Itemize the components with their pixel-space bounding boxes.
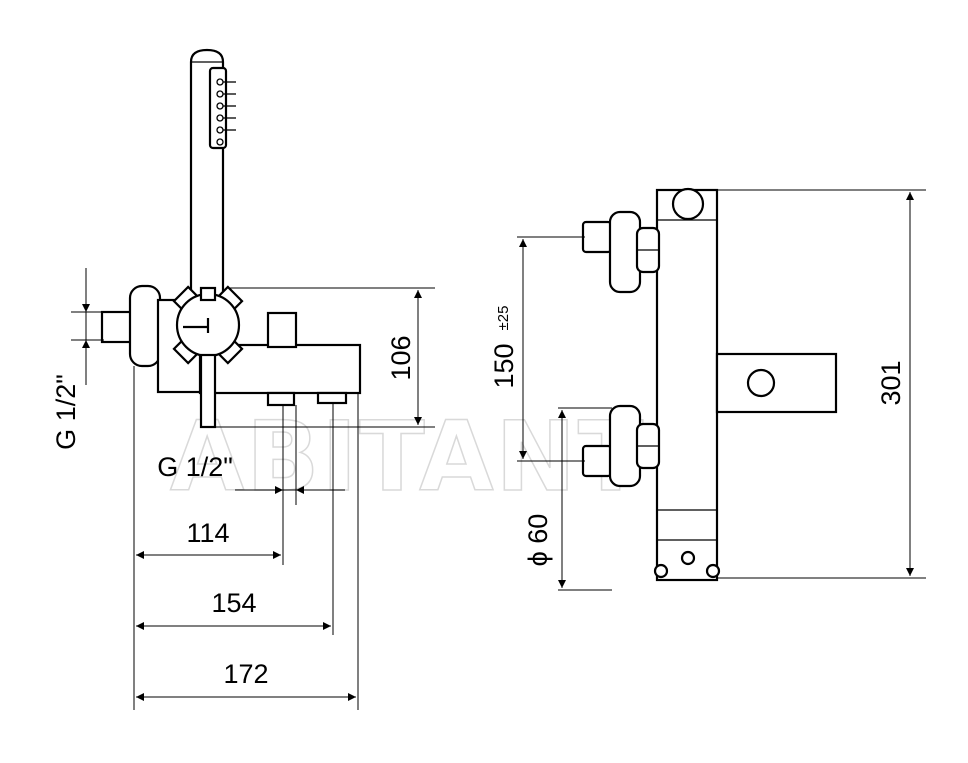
spout-outlet-circle <box>746 368 776 398</box>
outlet-left <box>266 391 296 407</box>
dim-label-150: 150 <box>489 343 519 388</box>
mixer-column <box>655 188 719 582</box>
diverter-knob <box>266 311 298 349</box>
dim-label-172: 172 <box>223 659 268 689</box>
front-spout <box>715 352 838 414</box>
upper-connector <box>581 210 661 294</box>
dim-label-diameter: ϕ 60 <box>523 514 553 567</box>
lower-connector <box>581 404 661 488</box>
side-view: 106 G 1/2" G 1/2" 114 154 172 <box>51 48 435 710</box>
dim-label-114: 114 <box>186 518 229 548</box>
bottom-foot-left <box>653 563 669 579</box>
dim-label-106: 106 <box>386 335 416 380</box>
shower-pipe <box>199 353 217 429</box>
front-view: 150 ±25 ϕ 60 301 <box>489 187 926 591</box>
hand-shower <box>189 48 236 300</box>
dim-label-thread-vertical: G 1/2" <box>51 374 81 450</box>
watermark: ABITANT <box>170 401 645 513</box>
outlet-right <box>316 391 348 405</box>
hose-connector <box>199 286 217 302</box>
bottom-outlet <box>680 550 696 566</box>
dim-label-154: 154 <box>211 588 256 618</box>
top-knob <box>671 187 705 221</box>
dim-label-thread-horizontal: G 1/2" <box>157 452 233 482</box>
wall-nut <box>100 310 134 344</box>
dim-label-301: 301 <box>876 360 906 405</box>
dim-label-150-tolerance: ±25 <box>495 306 512 331</box>
wall-flange <box>128 284 162 368</box>
bottom-foot-right <box>705 563 721 579</box>
